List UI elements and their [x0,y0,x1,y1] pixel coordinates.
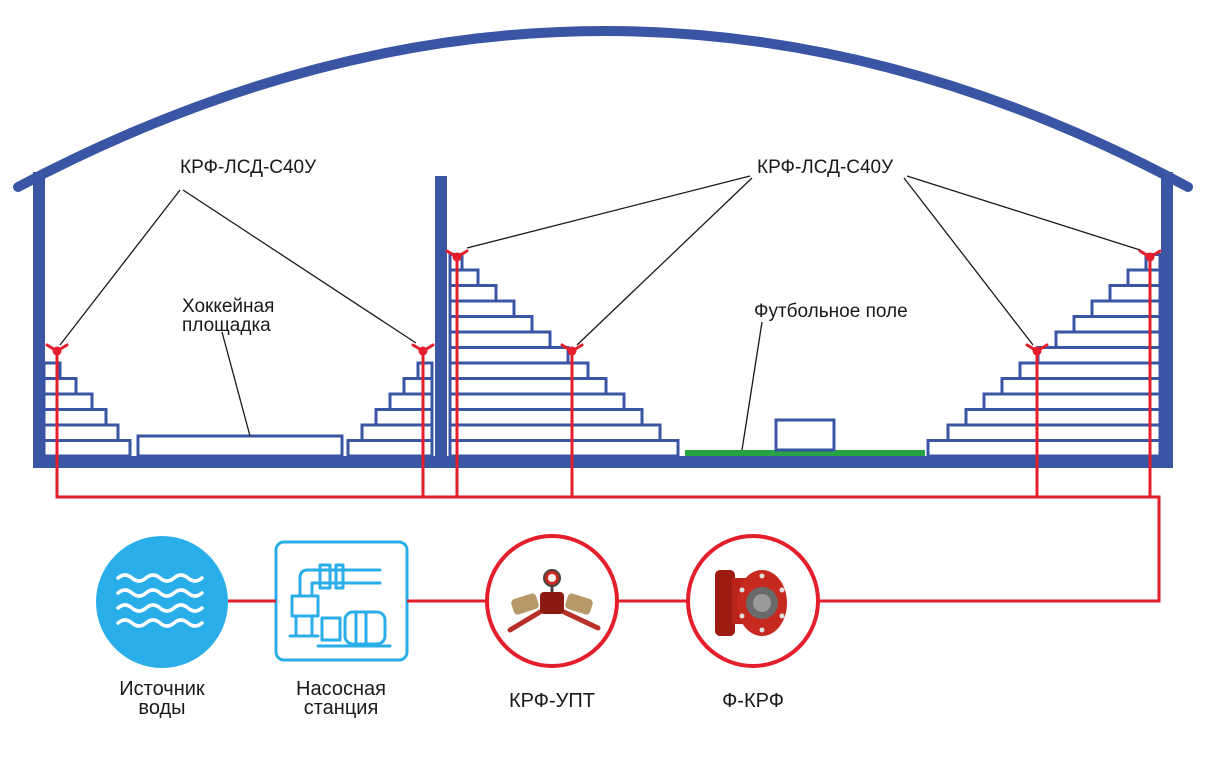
flange-filter-icon [715,570,787,636]
tribune-step [1054,330,1162,349]
tribune-step [448,361,590,380]
sprinkler-nozzle-icon [1025,343,1049,356]
tribune-step [448,315,534,334]
pump-station-icon [288,563,392,648]
water-source [96,536,228,668]
tribune-stands [42,253,1162,458]
tribune-step [416,361,434,380]
tribune-step [1072,315,1162,334]
roof-arch [13,26,1193,192]
tribune-step [448,439,680,458]
leader-line [906,175,1141,251]
tribune-step [448,377,608,396]
sprinkler-nozzle-icon [411,343,435,356]
sprinkler-nozzle-icon [1138,249,1162,262]
tribune-step [42,423,120,442]
fire-valve-icon [507,569,601,633]
leader-line [576,177,753,346]
football-label: Футбольное поле [754,301,908,322]
f-krf [686,534,820,668]
tribune-step [1036,346,1162,365]
krf-upt-label: КРФ-УПТ [509,690,595,712]
water-source-label-line2: воды [138,697,185,719]
tribune-step [448,268,480,287]
leader-line [903,177,1034,346]
tribune-step [42,377,78,396]
tribune-step [346,439,434,458]
leader-line [466,175,751,249]
building-structure [13,26,1193,468]
tribune-step [42,408,108,427]
pump-station [274,540,409,662]
tribune-step [926,439,1162,458]
leader-lines [59,175,1141,451]
tribune-step [982,392,1162,411]
tribune-step [448,346,570,365]
tribune-step [402,377,434,396]
tribune-step [946,423,1162,442]
leader-line [182,189,417,344]
water-source-label-line1: Источник [119,678,205,700]
tribune-step [448,299,516,318]
hockey-label-line1: Хоккейная [182,296,274,317]
tribune-step [42,361,62,380]
nozzle-label-left: КРФ-ЛСД-С40У [180,157,317,178]
waves-icon [116,573,204,628]
pump-station-frame [274,540,409,662]
leader-line [59,189,181,346]
water-source-circle [96,536,228,668]
football-goal [774,418,836,452]
tribune-step [1108,284,1162,303]
nozzle-label-right: КРФ-ЛСД-С40У [757,157,894,178]
tribune-step [1126,268,1162,287]
tribune-step [1018,361,1162,380]
football-field [685,418,925,456]
tribune-step [448,330,552,349]
nozzles [45,249,1162,356]
hockey-rink [136,434,344,458]
tribune-step [448,423,662,442]
tribune-step [448,408,644,427]
leader-line [741,321,763,451]
f-krf-label: Ф-КРФ [722,690,784,712]
tribune-step [1000,377,1162,396]
pump-station-label-line1: Насосная [296,678,386,700]
krf-upt [485,534,619,668]
tribune-step [42,392,94,411]
pump-station-label-line2: станция [304,697,379,719]
hockey-label-line2: площадка [182,315,271,336]
football-pitch [685,450,925,456]
sprinkler-nozzle-icon [445,249,469,262]
tribune-step [448,392,626,411]
tribune-step [964,408,1162,427]
sprinkler-nozzle-icon [560,343,584,356]
leader-line [221,331,251,437]
main-pipe [55,352,1161,603]
sprinkler-nozzle-icon [45,343,69,356]
tribune-step [388,392,434,411]
